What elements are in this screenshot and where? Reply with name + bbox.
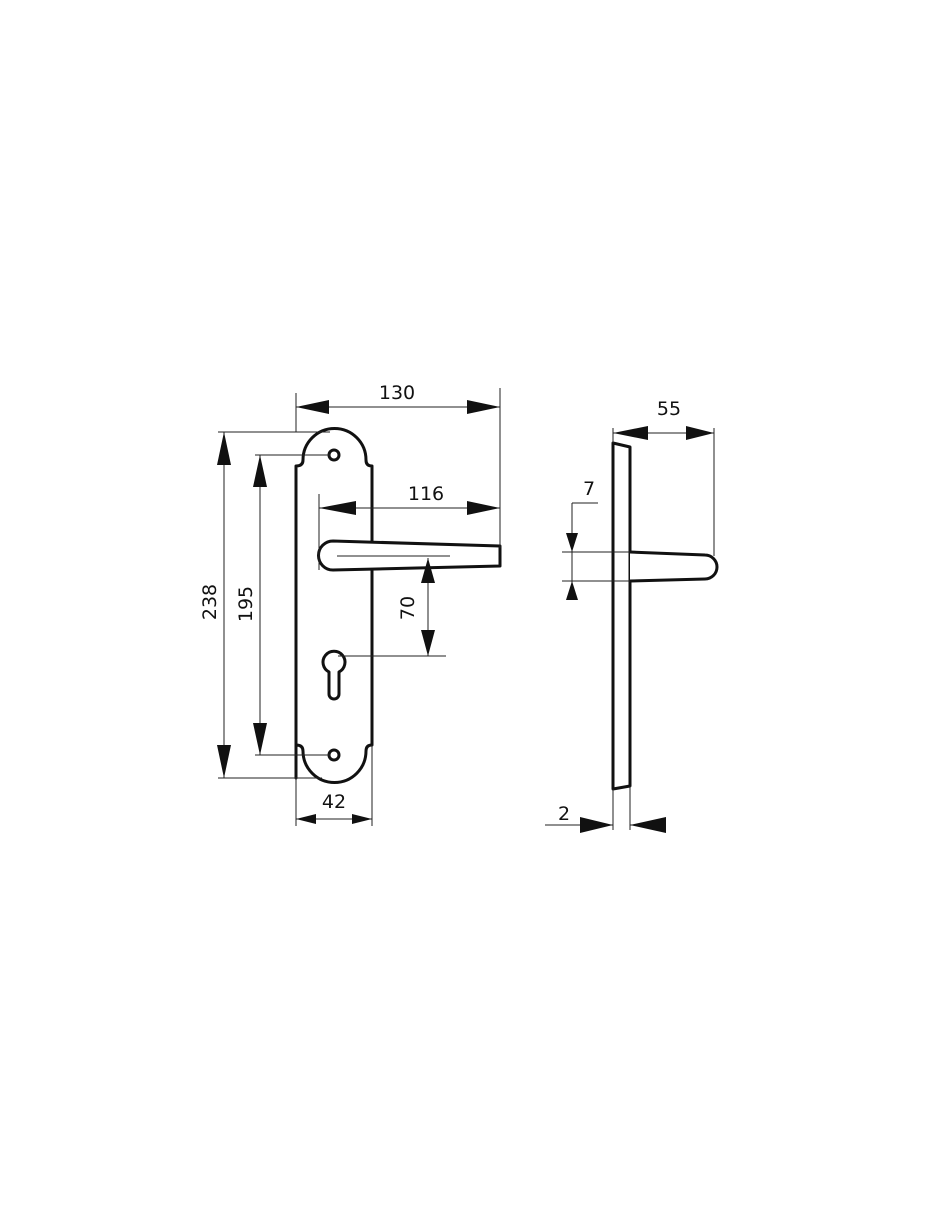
dimension-label-130: 130 — [379, 382, 415, 404]
dimension-label-238: 238 — [199, 584, 221, 620]
dimension-label-70: 70 — [397, 596, 419, 620]
dimension-2: 2 — [545, 803, 666, 833]
lever-side — [629, 550, 719, 583]
dimension-label-195: 195 — [235, 586, 257, 622]
dimension-7: 7 — [562, 478, 630, 600]
dimension-238: 238 — [199, 431, 330, 779]
backplate — [294, 427, 374, 784]
screw-hole-top — [327, 448, 341, 462]
dimension-130: 130 — [295, 382, 501, 548]
dimension-label-2: 2 — [558, 803, 570, 825]
dimension-label-7: 7 — [583, 478, 595, 500]
dimension-195: 195 — [235, 454, 330, 756]
keyhole — [321, 649, 347, 701]
dimension-label-116: 116 — [408, 483, 444, 505]
dimension-55: 55 — [612, 398, 715, 556]
dimension-label-42: 42 — [322, 791, 346, 813]
side-view — [611, 441, 719, 830]
dimension-label-55: 55 — [657, 398, 681, 420]
dimension-70: 70 — [338, 558, 446, 657]
dimension-116: 116 — [318, 483, 500, 570]
front-view — [294, 427, 502, 784]
screw-hole-bottom — [327, 748, 341, 762]
dimension-42: 42 — [295, 745, 373, 826]
backplate-side — [611, 441, 632, 791]
